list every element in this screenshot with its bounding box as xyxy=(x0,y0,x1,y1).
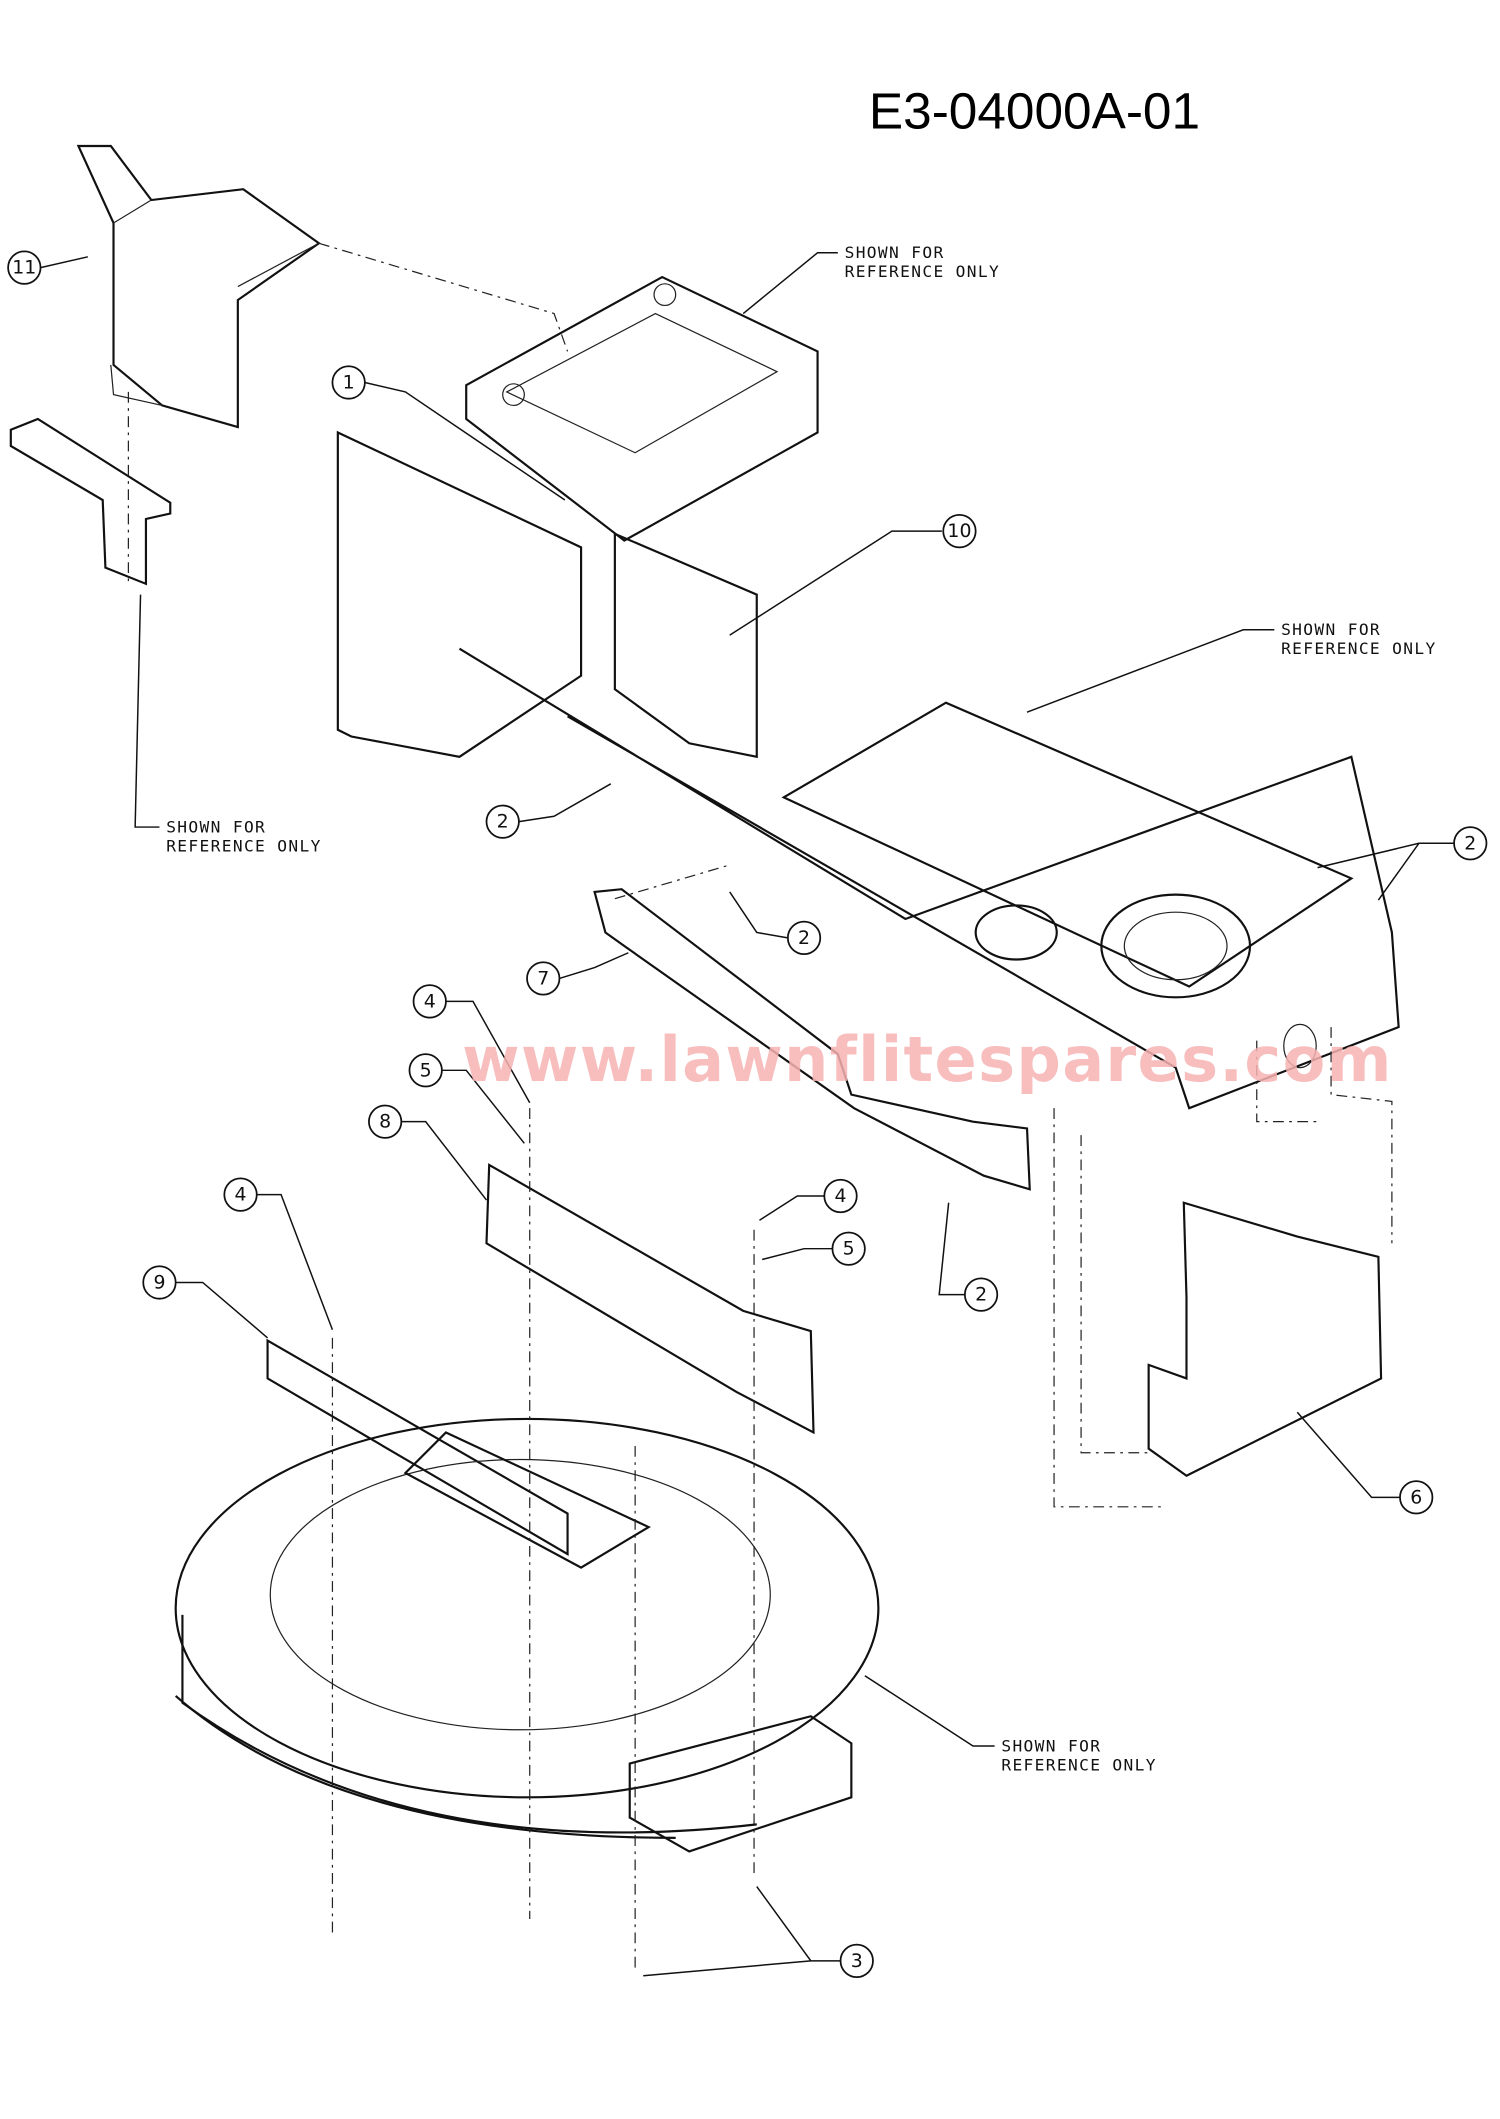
callout-circle xyxy=(786,920,822,955)
callout-circle xyxy=(368,1104,403,1139)
callout-8: 8 xyxy=(368,1104,403,1139)
reference-note-line1: SHOWN FOR xyxy=(166,817,266,836)
callout-number: 2 xyxy=(1464,832,1476,854)
callout-circle xyxy=(823,1178,858,1214)
callout-number: 4 xyxy=(835,1185,847,1207)
reference-note-line1: SHOWN FOR xyxy=(845,243,945,262)
callout-11: 11 xyxy=(7,250,42,285)
callout-number: 9 xyxy=(153,1271,165,1293)
callout-number: 2 xyxy=(975,1284,987,1306)
callout-circle xyxy=(408,1053,443,1088)
callout-9: 9 xyxy=(142,1265,177,1300)
bracket xyxy=(9,417,172,586)
part-6-guard xyxy=(1053,1027,1393,1508)
callout-circle xyxy=(223,1177,258,1212)
callout-7: 7 xyxy=(526,961,561,996)
part-8-shield xyxy=(485,1163,815,1435)
callout-circle xyxy=(1399,1480,1434,1515)
mower-deck xyxy=(174,1338,880,1853)
callout-1: 1 xyxy=(331,365,366,400)
callout-4: 4 xyxy=(823,1178,858,1214)
callout-number: 2 xyxy=(798,927,810,949)
callout-circle xyxy=(331,365,366,400)
callout-circle xyxy=(839,1943,874,1978)
callout-circle xyxy=(963,1277,999,1312)
callout-number: 6 xyxy=(1410,1486,1422,1508)
callout-5: 5 xyxy=(408,1053,443,1088)
part-7-panel xyxy=(593,888,1031,1191)
reference-note-line1: SHOWN FOR xyxy=(1001,1736,1101,1755)
callout-leaders xyxy=(40,251,1455,1977)
callout-2: 2 xyxy=(786,920,822,955)
callout-number: 10 xyxy=(947,520,971,542)
callout-number: 1 xyxy=(343,371,355,393)
callout-6: 6 xyxy=(1399,1480,1434,1515)
callout-circle xyxy=(1453,826,1488,861)
reference-note-line2: REFERENCE ONLY xyxy=(845,262,1001,281)
main-frame xyxy=(336,430,1400,1110)
callout-2: 2 xyxy=(1453,826,1488,861)
callout-number: 2 xyxy=(497,811,509,833)
callout-number: 5 xyxy=(843,1238,855,1260)
callout-10: 10 xyxy=(942,514,977,549)
part-11-cover xyxy=(76,144,321,429)
reference-note-line2: REFERENCE ONLY xyxy=(166,836,322,855)
reference-note-line1: SHOWN FOR xyxy=(1281,620,1381,639)
callout-number: 8 xyxy=(379,1111,391,1133)
callout-4: 4 xyxy=(223,1177,258,1212)
callout-number: 11 xyxy=(12,257,36,279)
reference-note-line2: REFERENCE ONLY xyxy=(1001,1755,1156,1774)
callout-number: 4 xyxy=(424,990,436,1012)
callout-number: 4 xyxy=(235,1184,247,1206)
watermark: www.lawnflitespares.com xyxy=(462,1023,1393,1096)
callout-circle xyxy=(831,1231,866,1266)
diagram-id: E3-04000A-01 xyxy=(869,82,1200,139)
callout-number: 5 xyxy=(420,1059,432,1081)
callout-2: 2 xyxy=(963,1277,999,1312)
callout-circle xyxy=(942,514,977,549)
assembly-axes xyxy=(127,242,755,1974)
callout-5: 5 xyxy=(831,1231,866,1266)
callout-number: 3 xyxy=(851,1950,863,1972)
callout-circle xyxy=(412,984,447,1019)
callout-circle xyxy=(7,250,42,285)
callout-number: 7 xyxy=(537,967,549,989)
callout-circle xyxy=(142,1265,177,1300)
callout-3: 3 xyxy=(839,1943,874,1978)
seat-platform xyxy=(465,275,819,542)
callout-circle xyxy=(485,804,520,839)
callout-4: 4 xyxy=(412,984,447,1019)
callout-circle xyxy=(526,961,561,996)
reference-note-line2: REFERENCE ONLY xyxy=(1281,639,1437,658)
callout-2: 2 xyxy=(485,804,520,839)
